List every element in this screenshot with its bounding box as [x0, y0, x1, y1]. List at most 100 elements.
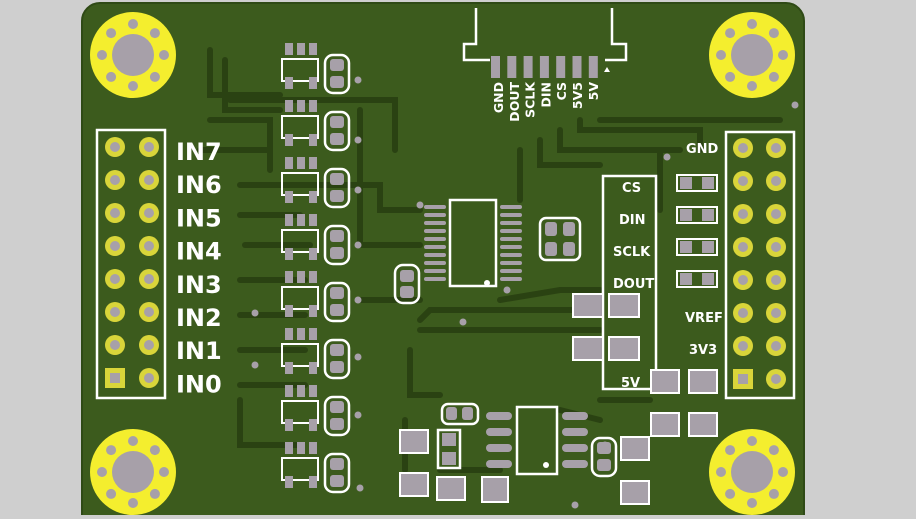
reg-pin [562, 460, 588, 468]
via [601, 441, 609, 449]
sot-pin [309, 442, 317, 454]
ic-pin [500, 229, 522, 233]
connector-label: 5V [586, 82, 601, 101]
sot-pin [285, 77, 293, 89]
pin-hole [738, 176, 748, 186]
sot-pin [309, 271, 317, 283]
mount-via [128, 436, 138, 446]
ic-pin [500, 237, 522, 241]
cap-pad [330, 418, 344, 430]
sot-outline [281, 115, 319, 139]
resistor-outline [676, 270, 718, 288]
connector-pin [572, 56, 582, 78]
ic-pin [424, 269, 446, 273]
sot-pin [297, 157, 305, 169]
via [791, 101, 799, 109]
mount-via [725, 71, 736, 82]
ic-pin [424, 261, 446, 265]
mount-via [149, 71, 160, 82]
right-label-vref: VREF [685, 311, 723, 326]
sot-pin [309, 214, 317, 226]
cap-pad [330, 190, 344, 202]
via [416, 201, 424, 209]
pin-hole [771, 209, 781, 219]
cap-outline [323, 53, 351, 95]
sot-pin [297, 100, 305, 112]
connector-pin [507, 56, 517, 78]
ic-pin [500, 261, 522, 265]
regulator-pins [486, 412, 588, 468]
pin-hole [738, 209, 748, 219]
resistor-outline [676, 174, 718, 192]
mount-via [768, 71, 779, 82]
sot-outline [281, 286, 319, 310]
pin-hole [771, 308, 781, 318]
reg-pin [562, 428, 588, 436]
ic-pin [500, 277, 522, 281]
cap-pad [330, 133, 344, 145]
sot-pin [309, 248, 317, 260]
sot-pin [285, 43, 293, 55]
mount-via [747, 498, 757, 508]
mount-hole [112, 451, 154, 493]
mount-via [106, 28, 117, 39]
pin-hole [738, 275, 748, 285]
sot-pin [309, 43, 317, 55]
sot-outline [281, 400, 319, 424]
mount-hole [112, 34, 154, 76]
pin-hole [738, 308, 748, 318]
sot-pin [285, 305, 293, 317]
box-label-cs: CS [622, 181, 641, 196]
via [503, 286, 511, 294]
via [571, 501, 579, 509]
left-header-pins [105, 137, 159, 388]
cap-pad [330, 304, 344, 316]
pin-hole [144, 241, 154, 251]
box-label-din: DIN [619, 213, 646, 228]
sot-pin [309, 385, 317, 397]
ic-pin [500, 245, 522, 249]
sot-pin [309, 100, 317, 112]
capacitor-pair-pads [545, 222, 575, 256]
cap-pad [330, 361, 344, 373]
via [251, 309, 259, 317]
cap-pad [330, 116, 344, 128]
mount-via [778, 467, 788, 477]
vias [251, 76, 799, 509]
ic-pin [500, 269, 522, 273]
via [356, 484, 364, 492]
silkscreen-labels: GND CS DIN SCLK DOUT 5V VREF 3V3 [613, 142, 723, 391]
pin-hole [144, 307, 154, 317]
pin-hole [144, 208, 154, 218]
sot-pin [297, 328, 305, 340]
pin-hole [738, 374, 748, 384]
pin-hole [110, 175, 120, 185]
sot-pin [309, 77, 317, 89]
mount-via [128, 81, 138, 91]
resistor-pad [702, 177, 714, 189]
pin-hole [771, 341, 781, 351]
cap-pad [330, 458, 344, 470]
connector-label: 5V5 [570, 82, 585, 109]
cap-pad [330, 247, 344, 259]
cap-outline [323, 338, 351, 380]
cap-outline [323, 452, 351, 494]
ic-pin [424, 229, 446, 233]
via [251, 361, 259, 369]
mount-via [106, 488, 117, 499]
via [459, 318, 467, 326]
box-label-sclk: SCLK [613, 245, 651, 260]
via [354, 296, 362, 304]
mount-via [106, 71, 117, 82]
ic-pin [500, 253, 522, 257]
pin-hole [110, 373, 120, 383]
box-label-dout: DOUT [613, 277, 654, 292]
cap-outline [323, 110, 351, 152]
pin-hole [110, 241, 120, 251]
connector-pin [491, 56, 500, 78]
cap-pad [330, 475, 344, 487]
pin-hole [110, 340, 120, 350]
pin-hole [771, 143, 781, 153]
pin-hole [144, 274, 154, 284]
